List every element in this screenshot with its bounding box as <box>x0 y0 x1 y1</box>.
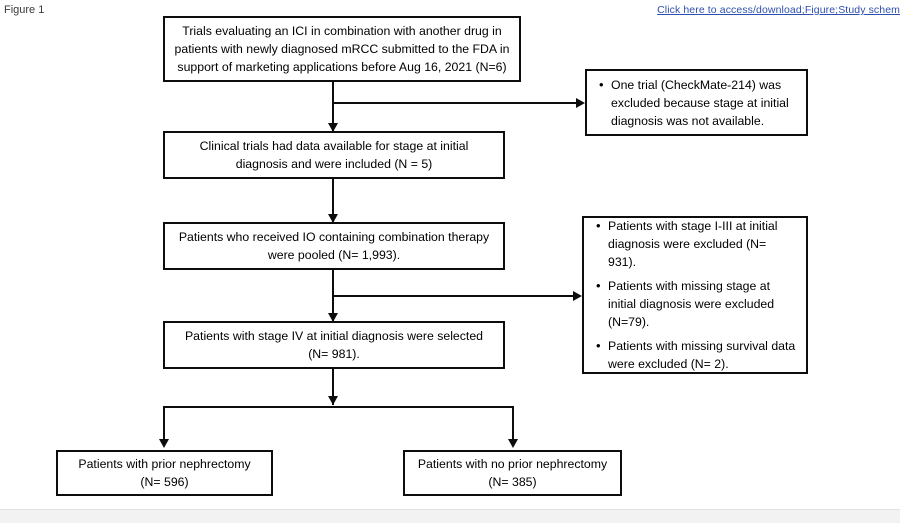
bullet-text-line: initial diagnosis were excluded <box>608 297 775 311</box>
node-text-line: Patients with stage IV at initial diagno… <box>184 329 484 343</box>
connector-trunk-2 <box>332 179 334 223</box>
node-text-line: Patients with prior nephrectomy <box>78 457 251 471</box>
connector-trunk-4 <box>332 369 334 405</box>
bullet-text-line: diagnosis were excluded (N= 931). <box>608 237 767 269</box>
node-text-line: diagnosis and were included (N = 5) <box>235 157 433 171</box>
bullet-item: • Patients with missing stage at initial… <box>596 277 796 331</box>
arrowhead-into-trial-exclusion <box>576 98 585 108</box>
node-no-prior-nephrectomy: Patients with no prior nephrectomy (N= 3… <box>403 450 622 496</box>
connector-split-bar <box>163 406 514 408</box>
node-text-line: were pooled (N= 1,993). <box>267 248 401 262</box>
figure-label: Figure 1 <box>4 4 45 16</box>
connector-branch-trial-exclusion <box>332 102 577 104</box>
connector-branch-patient-exclusions <box>332 295 574 297</box>
node-text-line: Patients with no prior nephrectomy <box>417 457 608 471</box>
connector-drop-right <box>512 406 514 444</box>
bullet-text-line: One trial (CheckMate-214) was <box>611 77 782 92</box>
bullet-text-line: excluded because stage at initial <box>611 95 789 110</box>
node-stage-iv-selected: Patients with stage IV at initial diagno… <box>163 321 505 369</box>
bullet-text: Patients with missing stage at initial d… <box>608 277 774 331</box>
bullet-item: • One trial (CheckMate-214) was excluded… <box>599 76 796 130</box>
node-text-line: (N= 981). <box>308 347 360 361</box>
bullet-marker: • <box>596 338 601 353</box>
bullet-text-line: Patients with stage I-III at initial <box>608 219 778 233</box>
bullet-text-line: diagnosis was not available. <box>611 113 765 128</box>
download-figure-link[interactable]: Click here to access/download;Figure;Stu… <box>657 4 900 16</box>
node-prior-nephrectomy: Patients with prior nephrectomy (N= 596) <box>56 450 273 496</box>
bullet-marker: • <box>596 218 601 233</box>
node-included-trials: Clinical trials had data available for s… <box>163 131 505 179</box>
connector-drop-left <box>163 406 165 444</box>
bullet-text-line: Patients with missing survival data <box>608 339 796 353</box>
bullet-item: • Patients with missing survival data we… <box>596 337 796 373</box>
node-source-trials: Trials evaluating an ICI in combination … <box>163 16 521 82</box>
page-bottom-band <box>0 509 900 523</box>
bullet-text-line: (N=79). <box>608 315 650 329</box>
node-text-line: support of marketing applications before… <box>177 60 507 74</box>
node-text-line: patients with newly diagnosed mRCC submi… <box>174 42 510 56</box>
node-text-line: (N= 385) <box>488 475 537 489</box>
exclusion-box-trial: • One trial (CheckMate-214) was excluded… <box>585 69 808 136</box>
node-text-line: Trials evaluating an ICI in combination … <box>182 24 502 38</box>
bullet-text-line: were excluded (N= 2). <box>608 357 729 371</box>
exclusion-box-patients: • Patients with stage I-III at initial d… <box>582 216 808 374</box>
node-text-line: (N= 596) <box>140 475 189 489</box>
arrowhead-into-no-prior-nephrectomy <box>508 439 518 448</box>
bullet-text-line: Patients with missing stage at <box>608 279 770 293</box>
node-pooled-patients: Patients who received IO containing comb… <box>163 222 505 270</box>
bullet-marker: • <box>596 278 601 293</box>
bullet-item: • Patients with stage I-III at initial d… <box>596 217 796 271</box>
arrowhead-into-prior-nephrectomy <box>159 439 169 448</box>
arrowhead-split-junction <box>328 396 338 405</box>
bullet-text: Patients with missing survival data were… <box>608 337 795 373</box>
bullet-text: One trial (CheckMate-214) was excluded b… <box>611 76 789 130</box>
node-text-line: Clinical trials had data available for s… <box>199 139 469 153</box>
arrowhead-into-included-trials <box>328 123 338 132</box>
node-text-line: Patients who received IO containing comb… <box>178 230 490 244</box>
bullet-text: Patients with stage I-III at initial dia… <box>608 217 796 271</box>
arrowhead-into-patient-exclusions <box>573 291 582 301</box>
arrowhead-into-stage-iv-selected <box>328 313 338 322</box>
connector-trunk-1 <box>332 82 334 132</box>
arrowhead-into-pooled-patients <box>328 214 338 223</box>
bullet-marker: • <box>599 76 604 92</box>
